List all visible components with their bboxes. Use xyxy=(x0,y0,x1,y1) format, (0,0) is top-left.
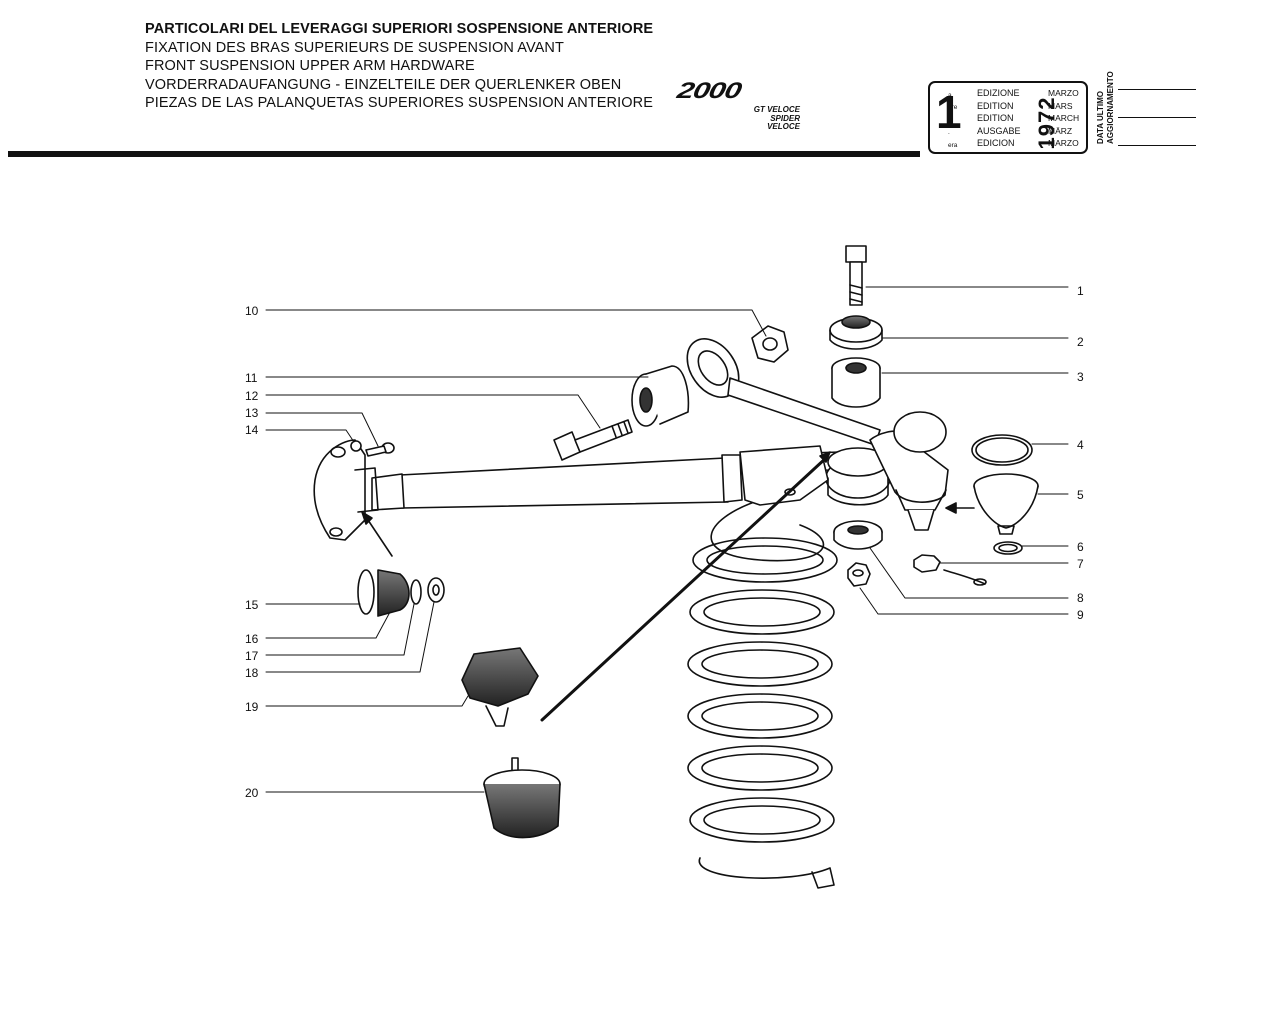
callout-10: 10 xyxy=(245,304,259,318)
callout-1: 1 xyxy=(1077,284,1084,298)
update-entry-line xyxy=(1118,89,1196,90)
part-2-nut xyxy=(829,315,883,350)
part-15-ring xyxy=(357,569,375,615)
edition-labels: EDIZIONE EDITION EDITION AUSGABE EDICION xyxy=(977,87,1021,150)
part-14-washer xyxy=(350,440,362,452)
callout-13: 13 xyxy=(245,406,259,420)
callout-18: 18 xyxy=(245,666,259,680)
part-12-bolt xyxy=(553,419,633,461)
part-9-nut xyxy=(847,562,871,587)
title-german: VORDERRADAUFANGUNG - EINZELTEILE DER QUE… xyxy=(145,76,622,93)
leader-lines-left xyxy=(265,309,767,793)
callout-numbers-right: 1 2 3 4 5 6 7 8 9 xyxy=(1077,284,1084,622)
ball-joint xyxy=(869,411,949,531)
title-french: FIXATION DES BRAS SUPERIEURS DE SUSPENSI… xyxy=(145,39,564,56)
callout-9: 9 xyxy=(1077,608,1084,622)
document-title-block: PARTICOLARI DEL LEVERAGGI SUPERIORI SOSP… xyxy=(145,20,653,113)
edition-suffixes: a ere st . era xyxy=(948,90,957,152)
tie-rod xyxy=(371,445,829,511)
callout-12: 12 xyxy=(245,389,259,403)
logo-models: GT VELOCE SPIDER VELOCE xyxy=(738,105,800,132)
callout-16: 16 xyxy=(245,632,259,646)
update-entry-line xyxy=(1118,117,1196,118)
edition-label: EDICION xyxy=(977,138,1015,149)
callout-20: 20 xyxy=(245,786,259,800)
part-3-bushing xyxy=(831,357,881,408)
suffix: . xyxy=(948,129,950,137)
part-6-washer xyxy=(993,541,1023,555)
callout-2: 2 xyxy=(1077,335,1084,349)
leader-lines-right xyxy=(859,286,1069,615)
part-10-nut xyxy=(751,325,789,363)
edition-month: MARS xyxy=(1048,100,1073,111)
edition-months: MARZO MARS MARCH MÄRZ MARZO xyxy=(1048,87,1079,150)
model-logo: 2000 GT VELOCE SPIDER VELOCE xyxy=(675,79,825,131)
suffix: a xyxy=(948,92,952,99)
last-update-box: DATA ULTIMO AGGIORNAMENTO xyxy=(1092,71,1202,162)
edition-label: AUSGABE xyxy=(977,125,1021,136)
callout-19: 19 xyxy=(245,700,259,714)
part-13-screw xyxy=(365,442,395,457)
part-17-ring xyxy=(410,579,422,605)
part-5-boot xyxy=(973,473,1039,535)
part-1-bolt xyxy=(845,245,867,306)
part-16-boot xyxy=(377,569,410,617)
part-19-bump-stop xyxy=(461,647,539,727)
coil-spring xyxy=(687,499,838,889)
callout-11: 11 xyxy=(245,371,258,385)
callout-17: 17 xyxy=(245,649,259,663)
callout-6: 6 xyxy=(1077,540,1084,554)
title-english: FRONT SUSPENSION UPPER ARM HARDWARE xyxy=(145,58,475,74)
edition-label: EDITION xyxy=(977,100,1014,111)
part-11-bushing xyxy=(631,365,690,427)
edition-month: MÄRZ xyxy=(1048,125,1073,136)
callout-4: 4 xyxy=(1077,438,1084,452)
part-20-rebound-stop xyxy=(483,757,561,839)
part-18-washer xyxy=(427,577,445,603)
edition-label: EDIZIONE xyxy=(977,88,1020,98)
callout-8: 8 xyxy=(1077,591,1084,605)
callout-7: 7 xyxy=(1077,557,1084,571)
logo-model-spider: SPIDER VELOCE xyxy=(767,113,800,131)
logo-model-gt: GT VELOCE xyxy=(753,105,800,114)
callout-15: 15 xyxy=(245,598,259,612)
edition-box: 1 a ere st . era EDIZIONE EDITION EDITIO… xyxy=(928,81,1088,154)
pivot-mount xyxy=(313,439,379,541)
callout-5: 5 xyxy=(1077,488,1084,502)
suffix: era xyxy=(948,141,958,149)
title-italian: PARTICOLARI DEL LEVERAGGI SUPERIORI SOSP… xyxy=(145,21,654,37)
edition-month: MARCH xyxy=(1048,113,1080,124)
part-4-ring xyxy=(971,434,1033,466)
callout-14: 14 xyxy=(245,423,259,437)
part-8-slotted-nut xyxy=(833,520,883,550)
edition-month: MARZO xyxy=(1048,88,1079,98)
part-7-castle-nut xyxy=(913,554,987,586)
edition-number: 1 xyxy=(936,86,962,138)
update-entry-line xyxy=(1118,145,1196,146)
callout-3: 3 xyxy=(1077,370,1084,384)
callout-numbers-left: 10 11 12 13 14 15 16 17 18 19 20 xyxy=(245,304,259,800)
suffix: ere xyxy=(948,104,958,112)
assembly-arrows xyxy=(361,451,975,722)
suffix: st xyxy=(948,116,954,124)
title-spanish: PIEZAS DE LAS PALANQUETAS SUPERIORES SUS… xyxy=(145,95,653,111)
edition-month: MARZO xyxy=(1048,138,1079,149)
header-rule xyxy=(8,151,920,157)
edition-label: EDITION xyxy=(977,113,1014,124)
